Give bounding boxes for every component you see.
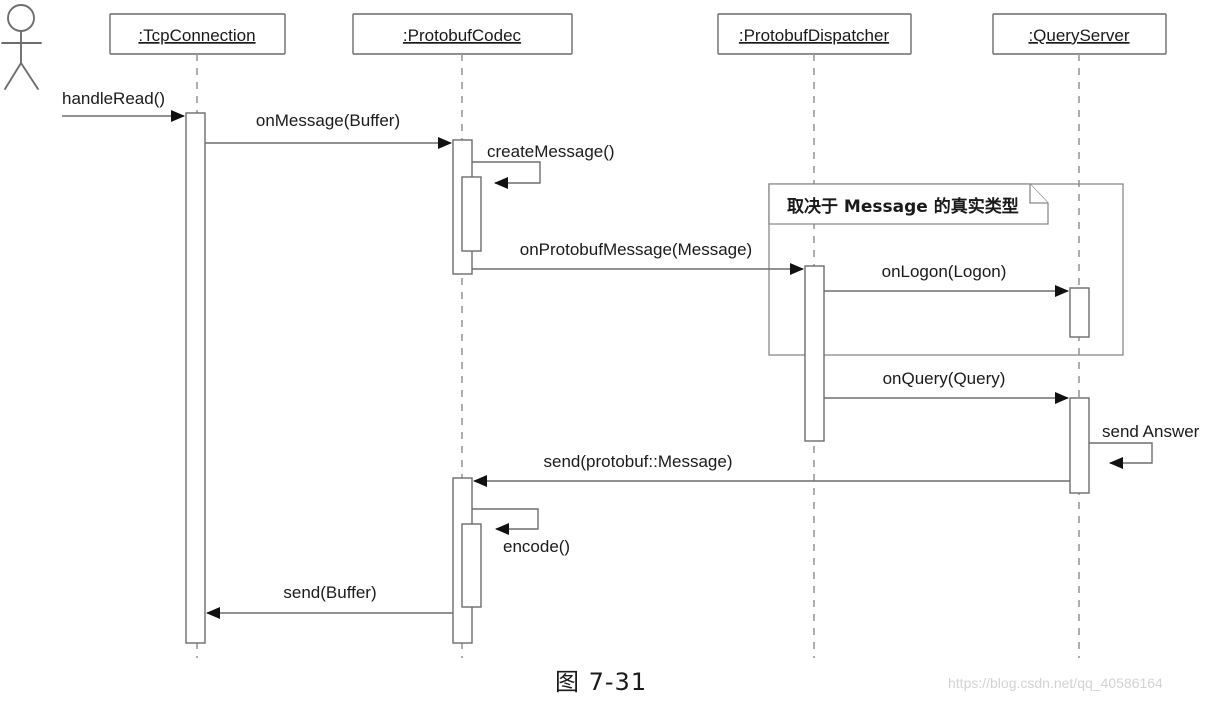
message-send-buffer[interactable]: send(Buffer) <box>206 583 453 619</box>
message-label-on-message: onMessage(Buffer) <box>256 111 400 130</box>
figure-caption: 图 7-31 <box>555 668 648 696</box>
participant-label-dispatcher: :ProtobufDispatcher <box>739 26 890 45</box>
participant-protobuf-dispatcher[interactable]: :ProtobufDispatcher <box>717 13 912 658</box>
participant-label-server: :QueryServer <box>1028 26 1129 45</box>
message-encode[interactable]: encode() <box>472 508 570 556</box>
message-label-encode: encode() <box>503 537 570 556</box>
message-on-logon[interactable]: onLogon(Logon) <box>824 262 1069 297</box>
participant-label-tcp: :TcpConnection <box>138 26 255 45</box>
participant-label-codec: :ProtobufCodec <box>403 26 522 45</box>
actor-stick-figure <box>1 4 42 90</box>
message-label-create-message: createMessage() <box>487 142 615 161</box>
message-on-protobuf-message[interactable]: onProtobufMessage(Message) <box>472 240 804 275</box>
message-label-on-protobuf-message: onProtobufMessage(Message) <box>520 240 752 259</box>
activation-codec-2-nested <box>461 523 482 608</box>
message-label-on-logon: onLogon(Logon) <box>882 262 1007 281</box>
message-label-send-buffer: send(Buffer) <box>283 583 376 602</box>
message-on-message[interactable]: onMessage(Buffer) <box>205 111 452 149</box>
activation-codec-1-nested <box>461 176 482 252</box>
message-on-query[interactable]: onQuery(Query) <box>824 369 1069 404</box>
note-frame-message-type: 取决于 Message 的真实类型 <box>768 183 1124 356</box>
participant-query-server[interactable]: :QueryServer <box>992 13 1167 658</box>
activation-server-1 <box>1069 287 1090 338</box>
message-label-handle-read: handleRead() <box>62 89 165 108</box>
activation-tcp <box>185 112 206 644</box>
message-label-send-answer: send Answer <box>1102 422 1200 441</box>
message-label-on-query: onQuery(Query) <box>883 369 1006 388</box>
activation-dispatcher <box>804 265 825 442</box>
watermark: https://blog.csdn.net/qq_40586164 <box>948 675 1163 691</box>
message-handle-read[interactable]: handleRead() <box>62 89 185 122</box>
message-create-message[interactable]: createMessage() <box>472 142 615 189</box>
activation-server-2 <box>1069 397 1090 494</box>
message-label-send-protobuf-message: send(protobuf::Message) <box>544 452 733 471</box>
note-label: 取决于 Message 的真实类型 <box>787 196 1019 217</box>
message-send-protobuf-message[interactable]: send(protobuf::Message) <box>473 452 1070 487</box>
message-send-answer[interactable]: send Answer <box>1089 422 1200 469</box>
